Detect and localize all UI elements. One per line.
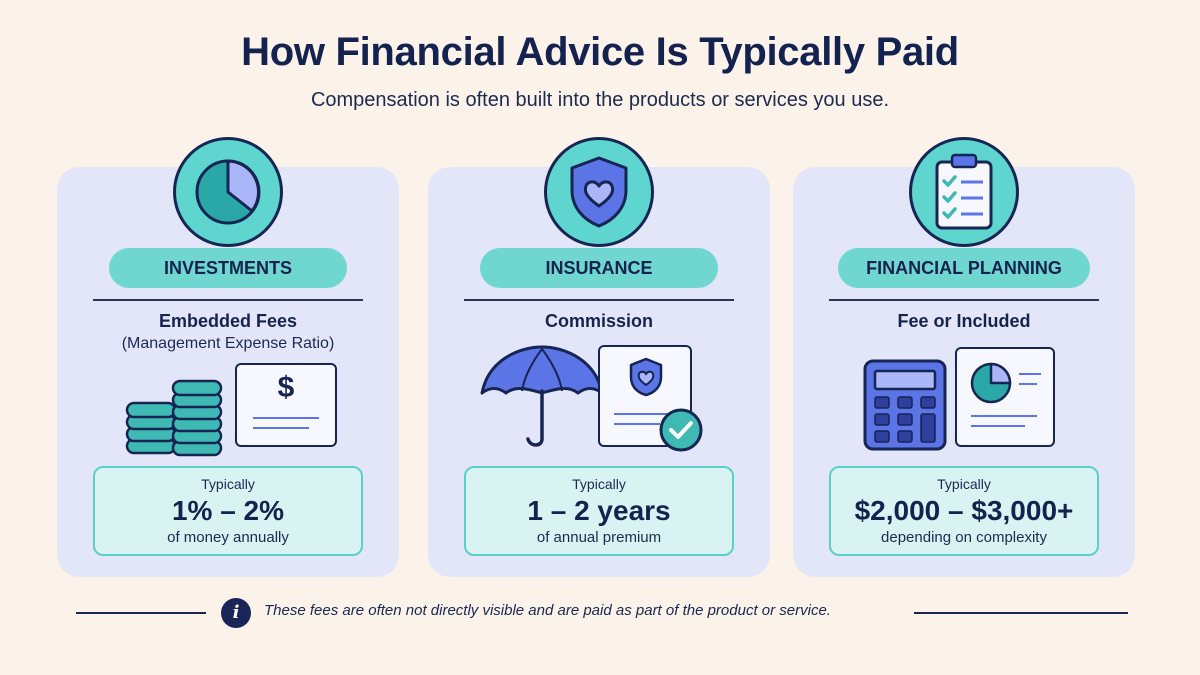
card-divider [464,299,734,301]
card-divider [829,299,1099,301]
footer-note: These fees are often not directly visibl… [264,602,831,619]
coin-stack-icon [125,379,223,457]
payment-type: Embedded Fees [158,311,298,331]
range-value: $2,000 – $3,000+ [854,495,1074,526]
range-value: 1 – 2 years [527,495,671,526]
payment-type: Commission [544,311,654,331]
page-title: How Financial Advice Is Typically Paid [241,30,959,74]
range-box: Typically 1 – 2 years of annual premium [464,466,734,556]
financial-planning-card: FINANCIAL PLANNING Fee or Included Typic… [793,137,1135,577]
calculator-icon [863,359,947,451]
mini-shield-icon [629,357,663,397]
category-pill-insurance: INSURANCE [480,248,718,288]
footer-divider-left [76,612,206,614]
range-label: Typically [201,476,255,492]
footer-divider-right [914,612,1128,614]
range-label: Typically [572,476,626,492]
policy-document-icon [598,345,692,447]
category-pill-financial-planning: FINANCIAL PLANNING [838,248,1090,288]
checkmark-icon [659,408,703,452]
range-box: Typically 1% – 2% of money annually [93,466,363,556]
mini-pie-chart-icon [970,362,1012,404]
pie-chart-icon [173,137,283,247]
report-document-icon [955,347,1055,447]
umbrella-icon [480,345,604,447]
page-subtitle: Compensation is often built into the pro… [310,89,890,111]
investments-card: INVESTMENTS Embedded Fees (Management Ex… [57,137,399,577]
clipboard-checklist-icon [909,137,1019,247]
insurance-card: INSURANCE Commission Typically 1 – 2 yea… [428,137,770,577]
range-box: Typically $2,000 – $3,000+ depending on … [829,466,1099,556]
card-divider [93,299,363,301]
dollar-document-icon: $ [235,363,337,447]
range-label: Typically [937,476,991,492]
range-note: depending on complexity [881,529,1047,546]
range-note: of money annually [167,529,289,546]
payment-type: Fee or Included [897,311,1031,331]
dollar-sign: $ [277,371,295,404]
range-value: 1% – 2% [171,495,285,526]
info-icon: i [221,598,251,628]
category-pill-investments: INVESTMENTS [109,248,347,288]
shield-heart-icon [544,137,654,247]
payment-subtype: (Management Expense Ratio) [121,335,335,352]
range-note: of annual premium [536,529,662,546]
